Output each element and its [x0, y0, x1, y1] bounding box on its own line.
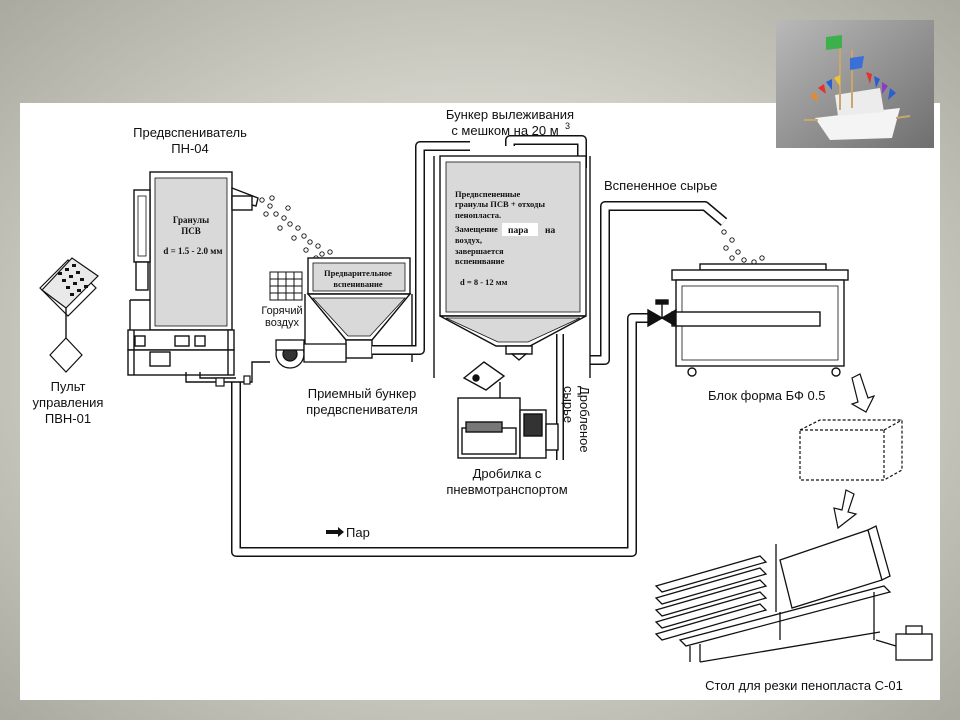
control-label-1: Пульт [51, 379, 86, 394]
receiver-label-1: Приемный бункер [308, 386, 417, 401]
crusher-label-2: пневмотранспортом [446, 482, 567, 497]
mold-label: Блок форма БФ 0.5 [708, 388, 826, 403]
control-label-2: управления [33, 395, 104, 410]
aging-text-2: гранулы ПСВ + отходы [455, 199, 545, 209]
pipes [185, 135, 728, 557]
hot-air-label-2: воздух [265, 317, 299, 329]
mold-block [647, 263, 849, 377]
crushed-label-1: Дробленое [577, 386, 592, 453]
falling-granules [259, 195, 333, 261]
crushed-label-2: сырье [561, 386, 576, 423]
arrow-down-2 [833, 489, 858, 530]
steam-label: Пар [346, 525, 370, 540]
aging-size: d = 8 - 12 мм [460, 277, 508, 287]
hot-air-heater [269, 271, 303, 301]
aging-text-4b: пара [508, 226, 529, 236]
aging-text-4c: на [545, 226, 555, 236]
valve-small [215, 375, 251, 387]
aging-bunker-title-1: Бункер вылеживания [446, 107, 574, 122]
aging-text-6: завершается [455, 246, 504, 256]
crusher [457, 361, 559, 459]
prefoamer-title-2: ПН-04 [171, 141, 209, 156]
granules-label-2: ПСВ [181, 226, 201, 236]
granules-size: d = 1.5 - 2.0 мм [163, 246, 222, 256]
aging-text-3: пенопласта. [455, 210, 501, 220]
aging-text-5: воздух, [455, 235, 482, 245]
pre-foaming-label-2: вспенивание [333, 279, 383, 289]
aging-text-4a: Замещение [455, 224, 498, 234]
aging-text-1: Предвспененные [455, 189, 521, 199]
foam-boat-photo [776, 20, 934, 148]
blower-fan [275, 339, 347, 369]
arrow-down-1 [850, 373, 876, 413]
receiver-label-2: предвспенивателя [306, 402, 418, 417]
control-panel [39, 257, 99, 373]
pre-foaming-label-1: Предварительное [324, 268, 392, 278]
cutting-table [654, 525, 933, 663]
foamed-raw-label: Вспененное сырье [604, 178, 717, 193]
aging-bunker-superscript: 3 [565, 121, 570, 131]
granules-label-1: Гранулы [173, 215, 209, 225]
foam-block [799, 419, 903, 481]
steam-arrow-icon [326, 527, 344, 537]
prefoamer-pn04 [127, 171, 259, 376]
control-label-3: ПВН-01 [45, 411, 91, 426]
aging-text-7: вспенивание [455, 256, 505, 266]
hot-air-label-1: Горячий [261, 305, 302, 317]
cutting-table-label: Стол для резки пенопласта С-01 [705, 678, 903, 693]
falling-foam [721, 229, 765, 265]
crusher-label-1: Дробилка с [473, 466, 542, 481]
prefoamer-title-1: Предвспениватель [133, 125, 247, 140]
aging-bunker-title-2: с мешком на 20 м [451, 123, 558, 138]
receiving-bunker [304, 257, 413, 362]
highlight-box [502, 223, 538, 236]
aging-bunker [433, 155, 591, 378]
